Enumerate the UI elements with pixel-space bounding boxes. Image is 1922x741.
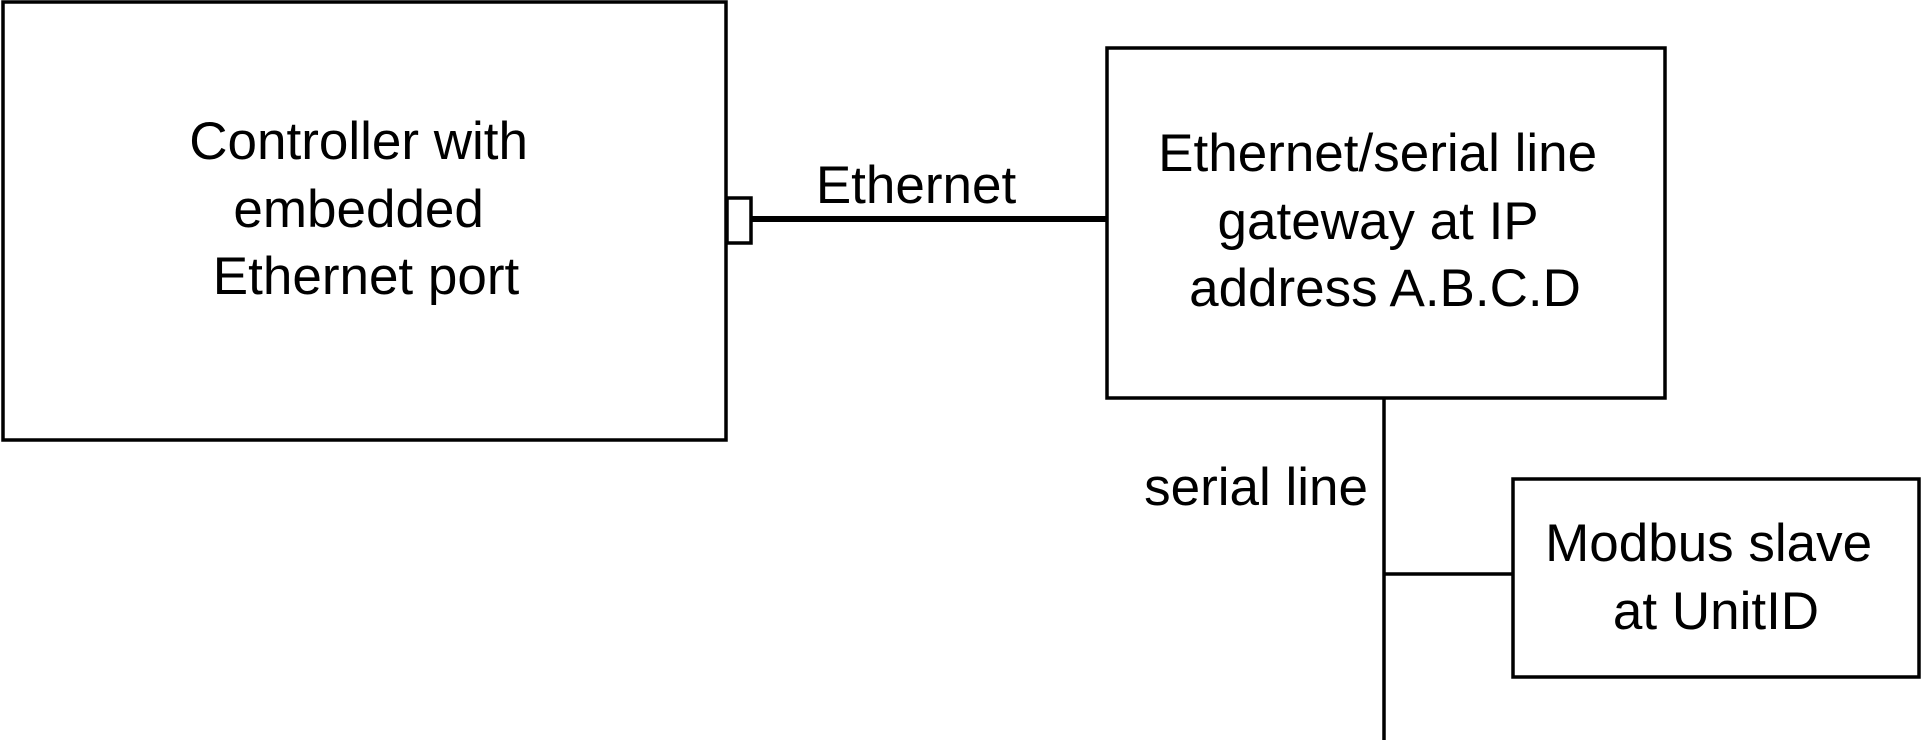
slave-node: Modbus slave at UnitID [1511, 477, 1921, 679]
gateway-node: Ethernet/serial line gateway at IP addre… [1105, 46, 1667, 400]
ethernet-link: Ethernet [751, 156, 1110, 222]
slave-label: Modbus slave at UnitID [1545, 514, 1887, 641]
gateway-label: Ethernet/serial line gateway at IP addre… [1158, 124, 1612, 318]
gateway-box [1105, 46, 1667, 400]
controller-box [1, 0, 728, 442]
controller-label-line-2: embedded [233, 180, 483, 239]
controller-label-line-1: Controller with [189, 112, 528, 171]
ethernet-port [725, 196, 753, 245]
serial-line-bus: serial line [1144, 398, 1513, 740]
slave-label-line-2: at UnitID [1613, 582, 1819, 641]
gateway-label-line-2: gateway at IP [1218, 192, 1538, 251]
ethernet-link-label: Ethernet [816, 156, 1017, 215]
gateway-label-line-3: address A.B.C.D [1189, 259, 1581, 318]
controller-label: Controller with embedded Ethernet port [189, 112, 542, 306]
serial-line-label: serial line [1144, 458, 1368, 517]
slave-box [1511, 477, 1921, 679]
controller-node: Controller with embedded Ethernet port [1, 0, 728, 442]
slave-label-line-1: Modbus slave [1545, 514, 1872, 573]
controller-label-line-3: Ethernet port [213, 247, 520, 306]
gateway-label-line-1: Ethernet/serial line [1158, 124, 1597, 183]
